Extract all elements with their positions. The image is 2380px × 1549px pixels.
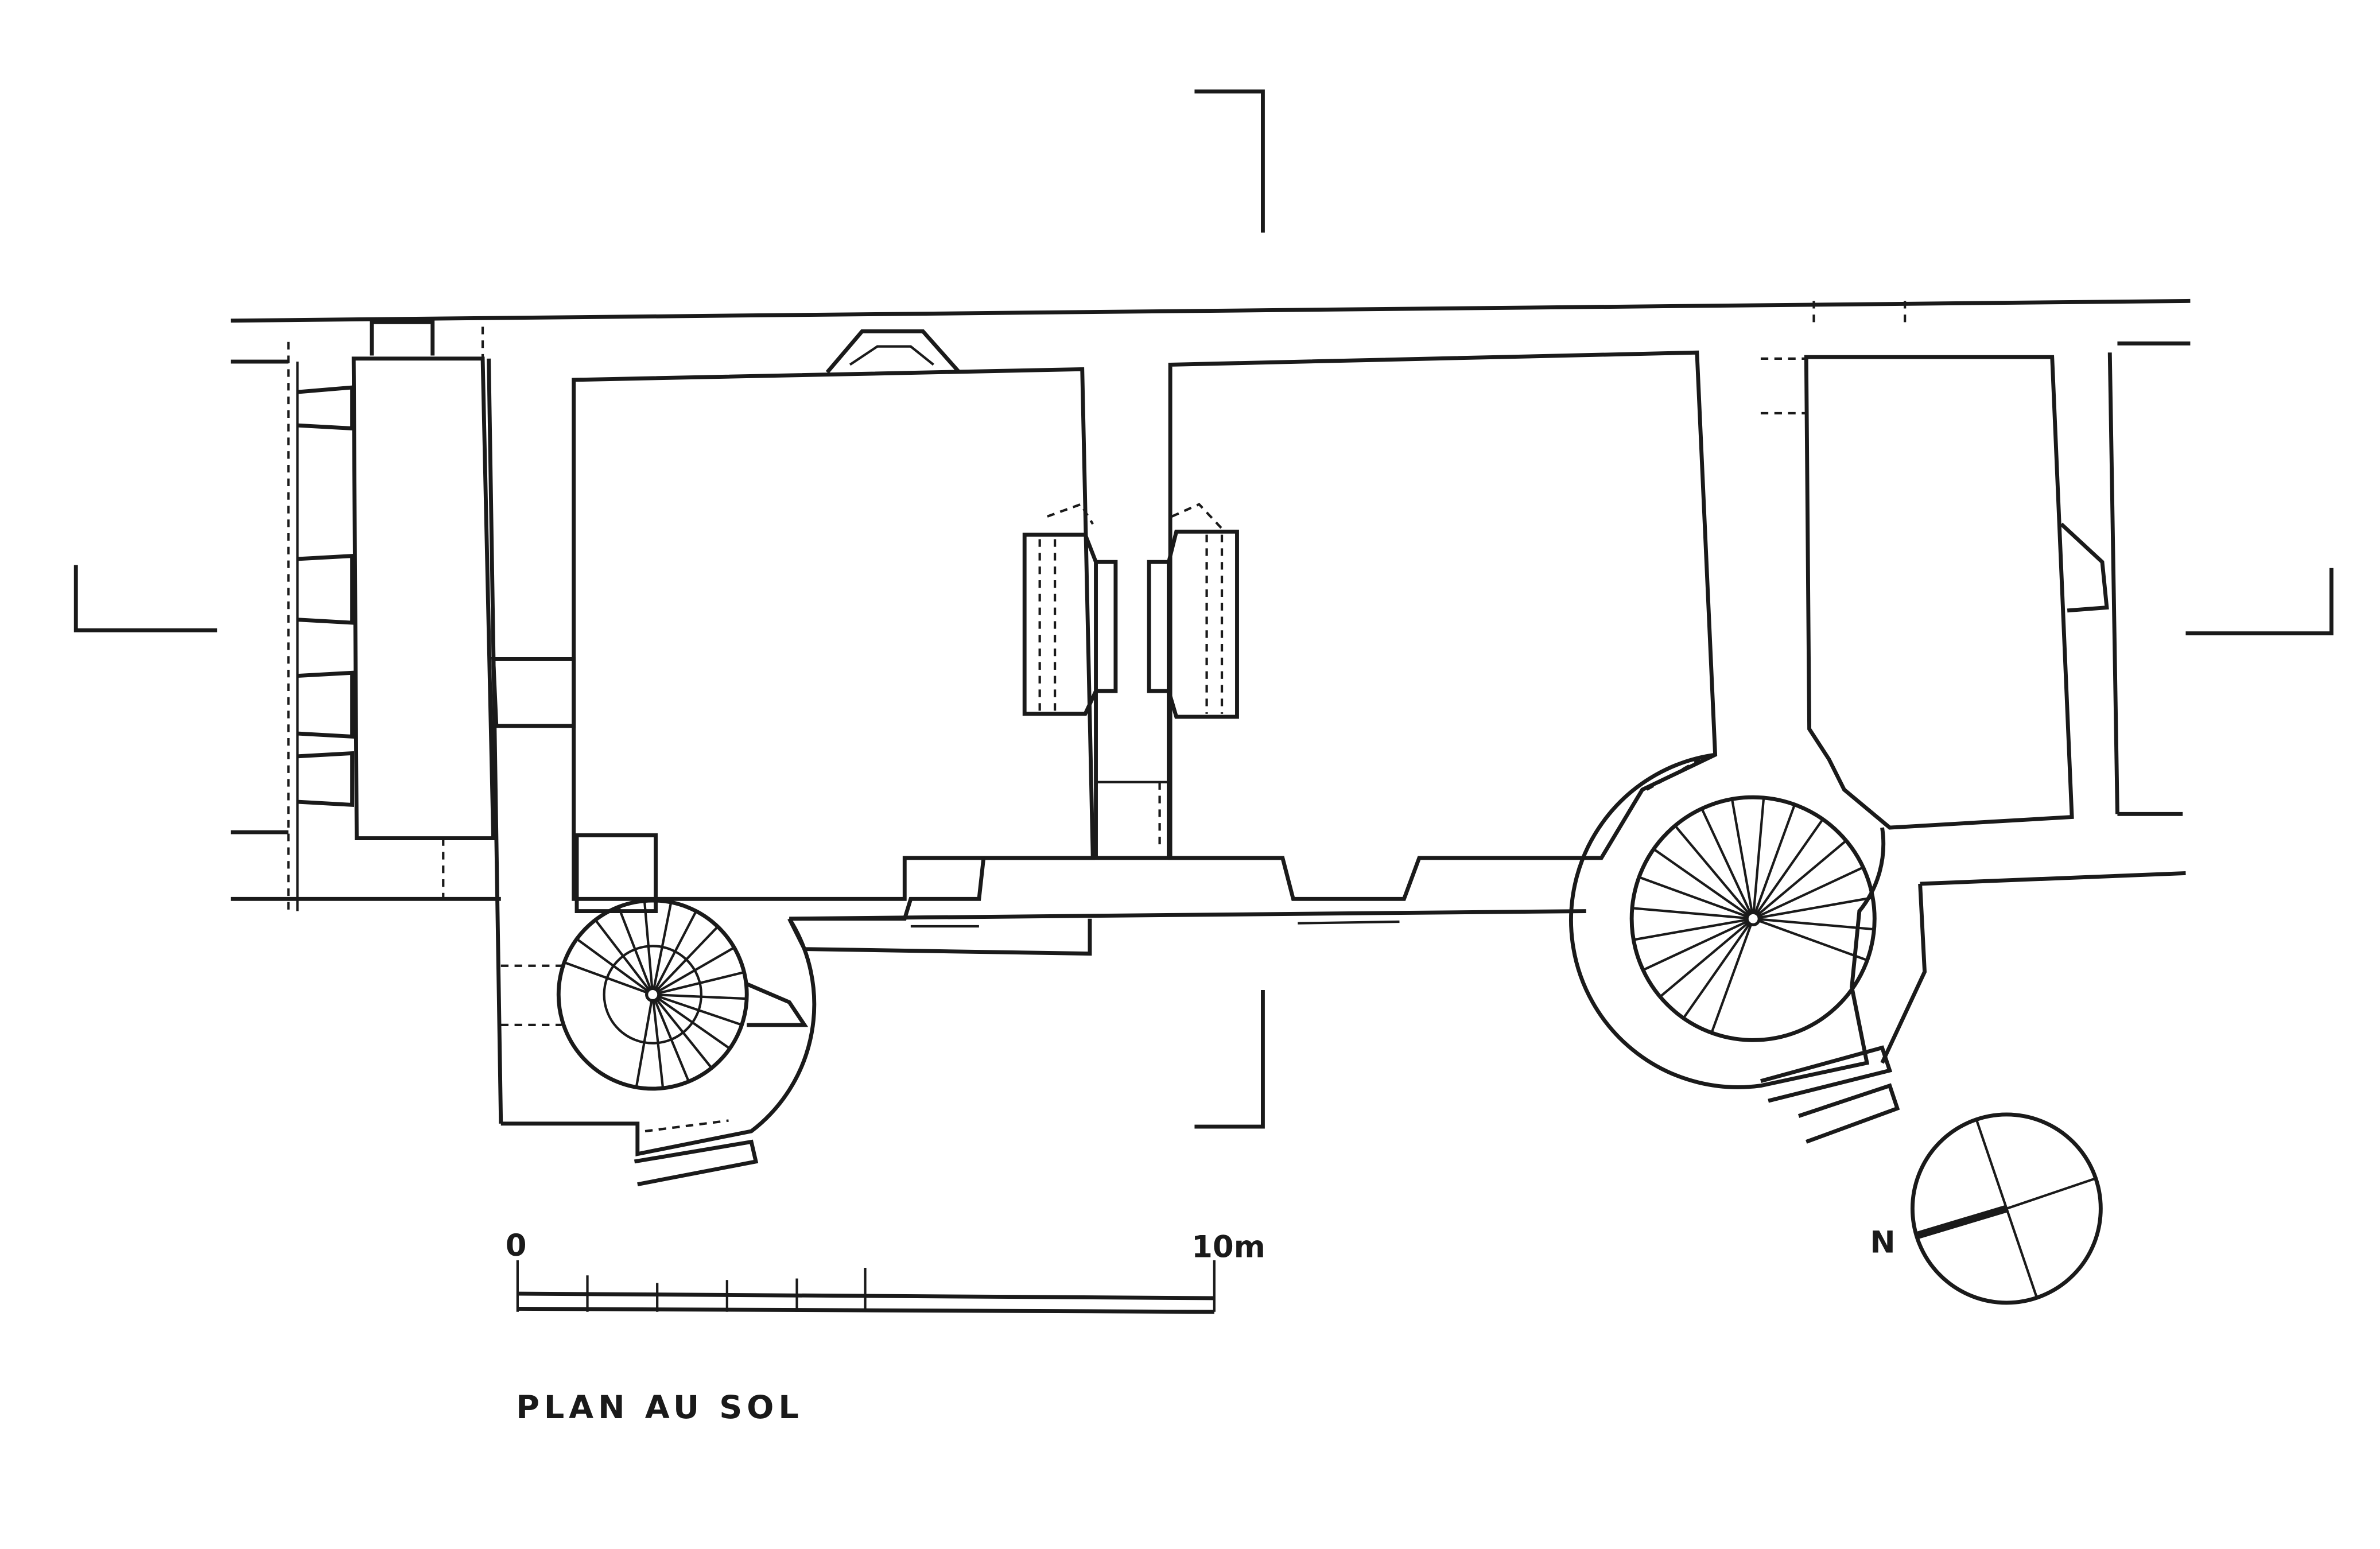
stair-tread — [635, 994, 654, 1088]
stair-tread — [1674, 825, 1754, 920]
stair-tread — [1752, 917, 1868, 962]
stair-tread — [651, 993, 713, 1069]
right-stair-tower — [1568, 752, 1927, 1144]
stair-tread — [564, 961, 653, 996]
stair-tread — [651, 910, 697, 995]
scale-start-label: 0 — [506, 1228, 527, 1263]
stair-tread — [1682, 918, 1754, 1019]
stair-tread — [1700, 808, 1754, 919]
newel-post — [1745, 911, 1761, 926]
plan-title: PLAN AU SOL — [516, 1389, 803, 1426]
stair-tread — [651, 994, 690, 1082]
stair-tread — [576, 938, 654, 996]
stair-tread — [1639, 876, 1754, 920]
stair-tread — [1753, 896, 1873, 920]
stair-tread — [1653, 848, 1754, 920]
annex-windows — [297, 385, 355, 808]
stair-tread — [1730, 799, 1754, 919]
stair-tread — [1633, 917, 1754, 941]
stair-tread — [1659, 918, 1754, 998]
stair-tread — [652, 946, 735, 996]
stair-tread — [651, 926, 719, 996]
stair-tread — [643, 900, 654, 995]
stair-tread — [1752, 818, 1824, 919]
stair-tread — [1710, 918, 1754, 1034]
stair-tread — [1632, 907, 1753, 920]
stair-tread — [1752, 866, 1864, 920]
stair-tread — [652, 993, 731, 1050]
stair-tread — [1752, 797, 1765, 919]
stair-tread — [652, 970, 745, 996]
section-markers — [73, 89, 2334, 1129]
left-stair-tower — [500, 898, 817, 1186]
scale-end-label: 10m — [1191, 1230, 1265, 1265]
stair-tread — [651, 902, 673, 995]
north-label: N — [1870, 1225, 1895, 1260]
stair-tread — [617, 906, 654, 995]
stair-tread — [652, 993, 743, 1026]
stair-tread — [1752, 840, 1847, 920]
walls — [230, 298, 2191, 1124]
north-compass: N — [1870, 1112, 2103, 1305]
stair-tread — [651, 994, 665, 1089]
stair-tread — [1752, 804, 1796, 919]
stair-tread — [594, 919, 654, 996]
newel-post — [645, 987, 661, 1003]
stair-tread — [1643, 917, 1754, 972]
scale-bar: 0 10m — [506, 1228, 1265, 1314]
stair-tread — [1753, 917, 1874, 931]
stair-tread — [653, 993, 747, 1000]
